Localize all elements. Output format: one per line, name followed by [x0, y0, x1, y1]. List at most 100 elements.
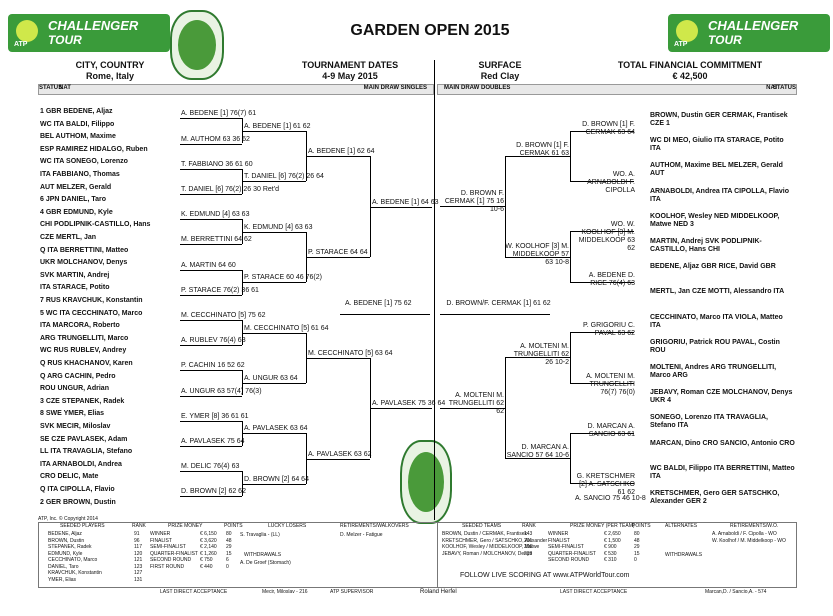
doubles-team: JEBAVY, Roman CZE MOLCHANOV, Denys UKR 4 [650, 389, 793, 405]
singles-player: 8 SWE YMER, Elias [40, 410, 105, 418]
singles-r2-result: P. CACHIN 16 52 62 [181, 362, 245, 370]
singles-player: 5 WC ITA CECCHINATO, Marco [40, 309, 143, 317]
singles-player: 7 RUS KRAVCHUK, Konstantin [40, 297, 143, 304]
doubles-qf-result: D. BROWN [1] F. CERMAK 61 63 [516, 141, 569, 157]
singles-header-bar: STATUS NAT MAIN DRAW SINGLES [38, 84, 434, 95]
bracket-line [570, 332, 634, 334]
bracket-line [505, 155, 570, 157]
singles-player: ESP RAMIREZ HIDALGO, Ruben [40, 145, 148, 153]
doubles-team: MARTIN, Andrej SVK PODLIPNIK-CASTILLO, H… [650, 238, 762, 253]
prize-round: FIRST ROUND [150, 563, 185, 570]
singles-player: Q ITA BERRETTINI, Matteo [40, 246, 129, 254]
singles-player: WC RUS RUBLEV, Andrey [40, 347, 127, 355]
singles-r2-result: A. BEDENE [1] 76(7) 61 [181, 110, 257, 118]
bracket-line [570, 332, 571, 383]
team-seed: BROWN, Dustin / CERMAK, Frantisek [442, 531, 528, 537]
doubles-sf-result: D. BROWN F. CERMAK [1] 75 16 10-6 [444, 190, 504, 214]
tennis-ball-icon [16, 20, 38, 42]
singles-r2-result: M. DELIC 76(4) 63 [181, 463, 240, 471]
city-value: Rome, Italy [85, 71, 134, 81]
bracket-line [180, 143, 242, 145]
bracket-line [570, 433, 571, 484]
seed-rank: 120 [134, 550, 143, 557]
doubles-r2-result: D. BROWN [1] F. CERMAK 63 64 [582, 120, 635, 136]
team-prize-value: € 310 [604, 557, 617, 563]
doubles-team: GRIGORIU, Patrick ROU PAVAL, Costin ROU [650, 338, 780, 354]
singles-r2-result: A. RUBLEV 76(4) 63 [181, 337, 246, 345]
team-seed: JEBAVY, Roman / MOLCHANOV, Denys [442, 550, 532, 557]
points-value: 6 [226, 557, 229, 563]
copyright: ATP, Inc. © Copyright 2014 [38, 516, 98, 522]
bracket-line [242, 319, 243, 346]
doubles-r2-result: D. MARCAN A. SANCIO 63 61 [587, 423, 635, 438]
singles-f-result: A. BEDENE [1] 64 63 [372, 198, 439, 206]
bracket-line [242, 332, 306, 334]
team-seed: KRETSCHMER, Gero / SATSCHKO, Alexander [442, 537, 548, 544]
doubles-r2-result: G. KRETSCHMER [2] A. SATSCHKO 61 62 [576, 473, 635, 497]
bracket-line [180, 294, 242, 296]
team-prize-round: WINNER [548, 531, 569, 537]
bracket-line [180, 445, 242, 447]
singles-r2-result: M. CECCHINATO [5] 75 62 [181, 311, 266, 319]
doubles-team: SONEGO, Lorenzo ITA TRAVAGLIA, Stefano I… [650, 414, 768, 430]
singles-player: 2 GER BROWN, Dustin [40, 498, 116, 506]
doubles-r2-result: A. MOLTENI M. TRUNGELLITI 76(7) 76(0) [586, 372, 635, 396]
singles-player: ITA MARCORA, Roberto [40, 322, 120, 330]
singles-player: SVK MARTIN, Andrej [40, 271, 110, 279]
singles-player: BEL AUTHOM, Maxime [40, 133, 116, 141]
singles-qf-result: A. BEDENE [1] 61 62 [244, 122, 311, 130]
singles-qf-result: A. PAVLASEK 63 64 [244, 425, 308, 433]
doubles-r2-result: P. GRIGORIU C. PAVAL 63 62 [583, 322, 635, 338]
club-seal-center [400, 440, 452, 524]
singles-player: UKR MOLCHANOV, Denys [40, 259, 128, 267]
singles-player: SVK MECIR, Miloslav [40, 423, 111, 430]
points-value: 48 [226, 537, 232, 544]
points-value: 15 [226, 550, 232, 557]
team-rank: 233 [524, 550, 533, 557]
singles-r2-result: M. BERRETTINI 64 62 [181, 236, 252, 244]
doubles-team: BROWN, Dustin GER CERMAK, Frantisek CZE … [650, 112, 788, 127]
team-seed: KOOLHOF, Wesley / MIDDELKOOP, Matwe [442, 544, 540, 550]
doubles-team: KRETSCHMER, Gero GER SATSCHKO, Alexander… [650, 490, 780, 505]
singles-player: Q ITA CIPOLLA, Flavio [40, 486, 115, 493]
bracket-line [180, 269, 242, 271]
bracket-line [242, 181, 306, 183]
ret-wo-line: W. Koolhof / M. Middelkoop - WO [712, 537, 786, 544]
team-prize-round: SECOND ROUND [548, 557, 590, 563]
singles-r2-result: A. UNGUR 63 57(4) 76(3) [181, 387, 262, 395]
singles-player: CRO DELIC, Mate [40, 473, 99, 481]
bracket-line [370, 408, 432, 410]
seed-rank: 121 [134, 557, 143, 563]
team-prize-round: QUARTER-FINALIST [548, 550, 596, 557]
singles-sf-result: A. PAVLASEK 63 62 [308, 450, 372, 458]
team-points: 80 [634, 531, 640, 537]
team-prize-value: € 1,500 [604, 537, 621, 544]
doubles-sf-result: A. MOLTENI M. TRUNGELLITI 62 62 [448, 391, 504, 415]
seed-player: BEDENE, Aljaz [48, 531, 82, 537]
bracket-line [180, 319, 242, 321]
seed-player: CECCHINATO, Marco [48, 557, 98, 563]
bracket-line [242, 420, 243, 446]
team-rank: 206 [524, 544, 533, 550]
bracket-line [180, 244, 242, 246]
singles-qf-result: A. UNGUR 63 64 [244, 374, 298, 382]
money-value: € 42,500 [672, 71, 708, 81]
singles-player: LL ITA TRAVAGLIA, Stefano [40, 448, 133, 456]
singles-player: CZE MERTL, Jan [40, 234, 97, 241]
seed-rank: 91 [134, 531, 140, 537]
singles-player: CHI PODLIPNIK-CASTILLO, Hans [40, 221, 151, 229]
bracket-line [505, 357, 570, 359]
team-prize-round: FINALIST [548, 537, 570, 544]
points-value: 29 [226, 544, 232, 550]
points-value: 80 [226, 531, 232, 537]
singles-player: Q ARG CACHIN, Pedro [40, 372, 116, 380]
bracket-line [180, 420, 242, 422]
doubles-f-result: A. SANCIO 75 46 10-8 [575, 495, 646, 502]
bracket-line [306, 231, 307, 283]
singles-qf-result: M. CECCHINATO [5] 61 64 [244, 324, 329, 332]
bracket-line [242, 382, 306, 384]
bracket-line [505, 458, 570, 460]
prize-round: QUARTER-FINALIST [150, 550, 198, 557]
bracket-line [180, 118, 242, 120]
bracket-line [570, 130, 571, 181]
